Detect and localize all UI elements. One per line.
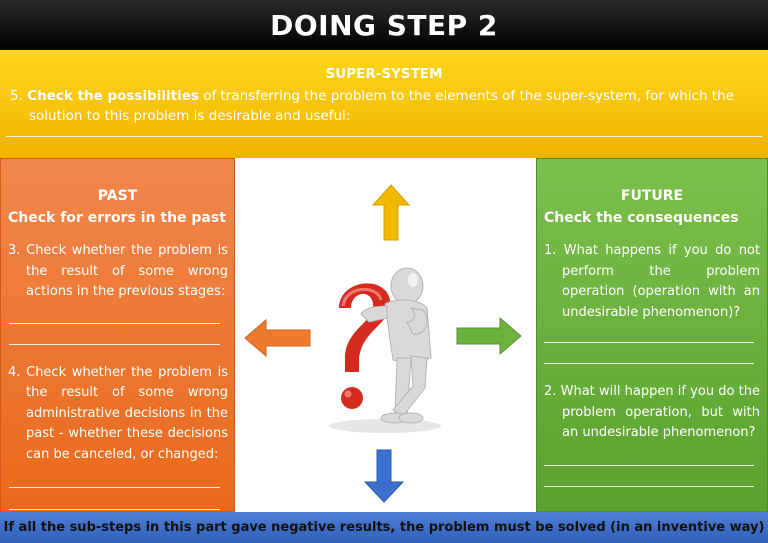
- centre-figure-area: [235, 158, 536, 512]
- answer-blank-line: [544, 464, 754, 466]
- past-item-3: 3. Check whether the problem is the resu…: [8, 243, 228, 299]
- super-system-item-text: of transferring the problem to the eleme…: [29, 88, 734, 124]
- arrow-down-icon: [363, 449, 405, 503]
- footer-note: If all the sub-steps in this part gave n…: [3, 520, 765, 535]
- title-bar: DOING STEP 2: [0, 0, 768, 50]
- arrow-up-icon: [371, 184, 411, 241]
- super-system-heading: SUPER-SYSTEM: [325, 66, 443, 82]
- arrow-right-icon: [456, 316, 522, 356]
- footer-bar: If all the sub-steps in this part gave n…: [0, 512, 768, 543]
- past-subheading: Check for errors in the past: [8, 210, 226, 226]
- answer-blank-line: [544, 342, 754, 343]
- past-item-4: 4. Check whether the problem is the resu…: [8, 364, 228, 462]
- answer-blank-line: [6, 136, 762, 137]
- answer-blank-line: [9, 509, 220, 510]
- answer-blank-line: [9, 487, 220, 488]
- page-title: DOING STEP 2: [270, 8, 498, 42]
- centre-diagram: [244, 184, 522, 503]
- past-panel: PAST Check for errors in the past 3. Che…: [0, 158, 235, 512]
- super-system-item-number: 5.: [10, 88, 28, 104]
- answer-blank-line: [544, 363, 754, 364]
- future-subheading: Check the consequences: [544, 210, 739, 226]
- super-system-item: 5. Check the possibilities of transferri…: [5, 86, 760, 126]
- future-heading: FUTURE: [620, 188, 684, 204]
- super-system-panel: SUPER-SYSTEM 5. Check the possibilities …: [0, 50, 768, 158]
- answer-blank-line: [544, 485, 754, 487]
- future-item-2: 2. What will happen if you do the proble…: [544, 384, 760, 440]
- answer-blank-line: [9, 322, 220, 324]
- future-panel: FUTURE Check the consequences 1. What ha…: [536, 158, 768, 512]
- super-system-item-bold: Check the possibilities: [27, 88, 199, 104]
- arrow-left-icon: [244, 318, 311, 358]
- past-heading: PAST: [97, 188, 138, 204]
- future-item-1: 1. What happens if you do not perform th…: [544, 243, 760, 320]
- thinking-person-question-mark-icon: [329, 267, 441, 433]
- answer-blank-line: [9, 343, 220, 345]
